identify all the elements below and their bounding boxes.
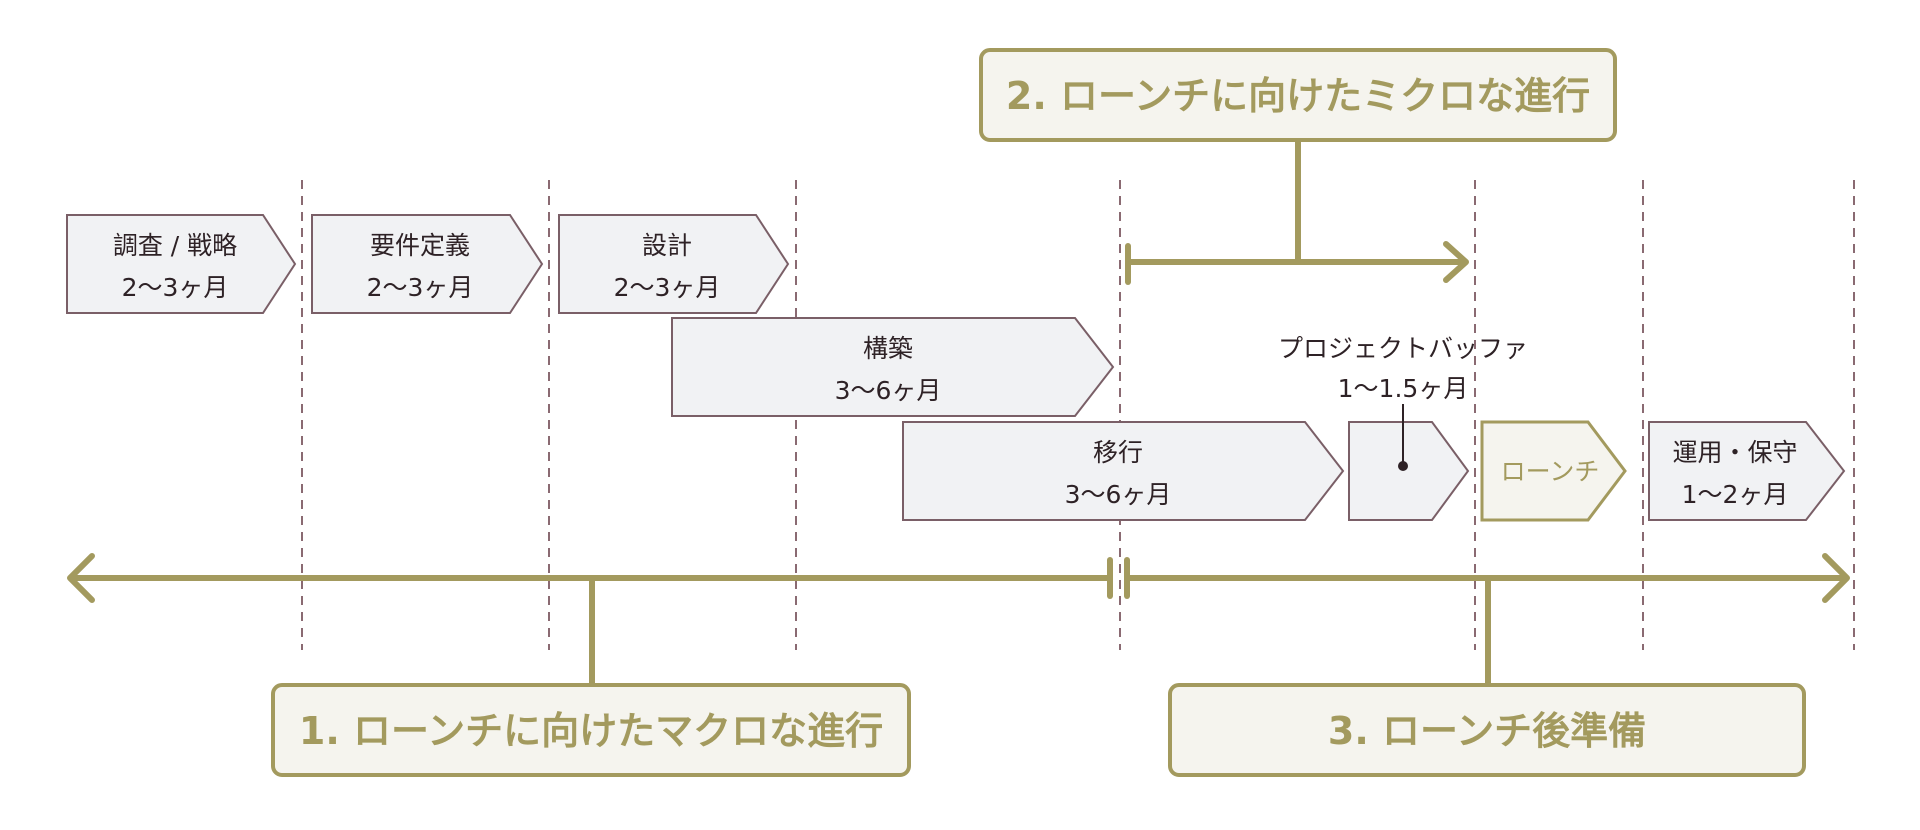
callout-micro: 2. ローンチに向けたミクロな進行	[979, 48, 1617, 142]
callout-post: 3. ローンチ後準備	[1168, 683, 1806, 777]
phase-name: 運用・保守	[1672, 438, 1797, 467]
phase-dividers	[301, 180, 1855, 650]
micro-bracket	[1125, 137, 1469, 285]
phase-duration: 3〜6ヶ月	[835, 376, 942, 405]
buffer-name: プロジェクトバッファ	[1278, 334, 1528, 363]
phase-name: 要件定義	[370, 231, 470, 260]
phase-duration: 3〜6ヶ月	[1065, 480, 1172, 509]
timeline-right-arrowhead	[1822, 553, 1850, 603]
phase-arrow-shape	[671, 317, 1115, 417]
phase-duration: 2〜3ヶ月	[367, 273, 474, 302]
buffer-pointer-dot	[1398, 461, 1408, 471]
launch-arrow-shape	[1480, 420, 1627, 522]
phase-requirements: 要件定義 2〜3ヶ月	[311, 214, 544, 314]
phase-arrow-shape	[558, 214, 790, 314]
phase-arrow-shape	[1648, 421, 1846, 521]
phase-arrow-shape	[66, 214, 297, 314]
callout-label: 2. ローンチに向けたミクロな進行	[1006, 74, 1590, 118]
phase-arrow-shape	[311, 214, 544, 314]
phase-arrow-shape	[902, 421, 1345, 521]
phase-duration: 1〜2ヶ月	[1682, 480, 1789, 509]
phase-research: 調査 / 戦略 2〜3ヶ月	[66, 214, 297, 314]
micro-end-arrowhead	[1443, 241, 1469, 283]
buffer-arrow-shape	[1348, 421, 1470, 521]
buffer-duration: 1〜1.5ヶ月	[1338, 374, 1469, 403]
phase-design: 設計 2〜3ヶ月	[558, 214, 790, 314]
timeline-left-arrowhead	[67, 553, 95, 603]
project-buffer: プロジェクトバッファ 1〜1.5ヶ月	[1278, 334, 1528, 521]
callout-label: 3. ローンチ後準備	[1328, 709, 1646, 753]
callout-box	[1168, 683, 1806, 777]
launch-label: ローンチ	[1501, 457, 1600, 486]
phase-name: 調査 / 戦略	[113, 231, 237, 260]
phase-name: 設計	[642, 231, 692, 260]
callout-box	[979, 48, 1617, 142]
phase-launch: ローンチ	[1480, 420, 1627, 522]
callout-macro: 1. ローンチに向けたマクロな進行	[271, 683, 911, 777]
callout-label: 1. ローンチに向けたマクロな進行	[299, 709, 883, 753]
callout-box	[271, 683, 911, 777]
phase-build: 構築 3〜6ヶ月	[671, 317, 1115, 417]
phase-duration: 2〜3ヶ月	[122, 273, 229, 302]
phase-duration: 2〜3ヶ月	[614, 273, 721, 302]
phase-operation: 運用・保守 1〜2ヶ月	[1648, 421, 1846, 521]
phase-name: 移行	[1093, 438, 1143, 467]
phase-name: 構築	[863, 334, 913, 363]
phase-migration: 移行 3〜6ヶ月	[902, 421, 1345, 521]
main-timeline	[67, 553, 1850, 688]
